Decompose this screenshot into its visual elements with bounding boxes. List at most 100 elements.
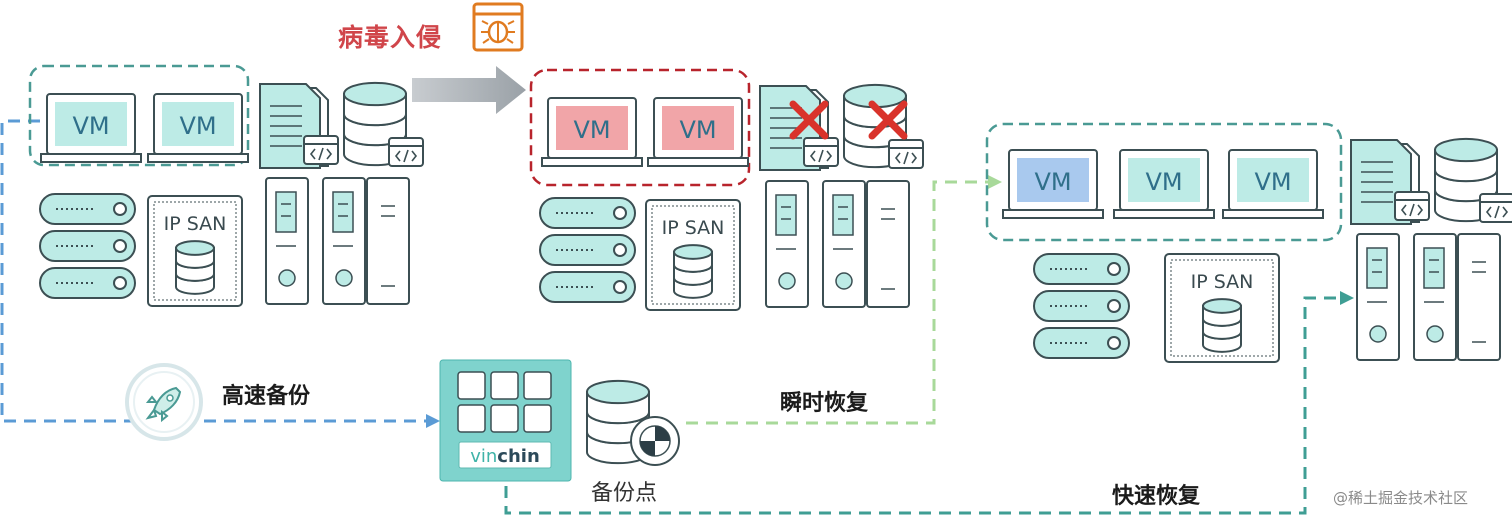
db-cap xyxy=(1434,137,1498,163)
vm-laptop: VM xyxy=(1222,149,1324,219)
document-icon xyxy=(259,83,339,169)
document-icon xyxy=(1350,139,1430,225)
code-badge-icon xyxy=(803,137,839,167)
vm-laptop: VM xyxy=(1002,149,1104,219)
database-icon xyxy=(1202,298,1242,353)
appliance-slot xyxy=(457,371,486,400)
cross-strokes xyxy=(789,100,829,140)
rocket-body xyxy=(152,386,182,416)
tower-body xyxy=(866,180,910,308)
ip-san-storage: IP SAN xyxy=(645,199,741,311)
backup-flow-arrowhead xyxy=(426,414,440,428)
database-icon xyxy=(843,83,924,169)
vm-label: VM xyxy=(573,116,610,144)
ip-san-inner xyxy=(1170,259,1274,357)
tower-servers xyxy=(765,180,910,308)
tower-panel xyxy=(1423,247,1445,289)
laptop-base xyxy=(1002,209,1104,219)
backup-point-badge xyxy=(630,416,680,466)
vm-group-original xyxy=(28,64,250,167)
code-badge-frame xyxy=(303,135,339,165)
virus-bug-legs xyxy=(481,20,515,44)
vm-label: VM xyxy=(1254,168,1291,196)
appliance-slot xyxy=(457,404,486,433)
tower-panel xyxy=(275,191,297,233)
disk-light xyxy=(1107,299,1121,313)
code-badge-frame xyxy=(388,137,424,167)
vinchin-logo-suffix: chin xyxy=(497,446,539,467)
tower-button xyxy=(1369,325,1387,343)
disk-light xyxy=(1107,262,1121,276)
laptop-base xyxy=(541,157,643,167)
code-badge-icon xyxy=(303,135,339,165)
ip-san-inner xyxy=(651,205,735,305)
disk-light xyxy=(113,202,127,216)
vm-label: VM xyxy=(179,112,216,140)
db-cap xyxy=(673,244,713,260)
disk-light xyxy=(613,280,627,294)
vm-laptop: VM xyxy=(541,97,643,167)
vm-laptop: VM xyxy=(647,97,749,167)
appliance-slot xyxy=(523,404,552,433)
database-icon xyxy=(1434,137,1512,223)
laptop-screen xyxy=(55,102,127,146)
db-cap xyxy=(343,81,407,107)
tower-body xyxy=(366,177,410,305)
server-disk-stack xyxy=(539,197,636,303)
vm-label: VM xyxy=(72,112,109,140)
backup-point-label: 备份点 xyxy=(591,481,658,506)
vm-label: VM xyxy=(1034,168,1071,196)
disk-light xyxy=(113,276,127,290)
backup-flow-line xyxy=(0,119,428,423)
virus-icon xyxy=(472,2,524,52)
disk-light xyxy=(613,206,627,220)
tower-button xyxy=(335,269,353,287)
code-badge-icon xyxy=(888,139,924,169)
tower-button xyxy=(778,272,796,290)
code-badge-icon xyxy=(388,137,424,167)
database-icon xyxy=(343,81,424,167)
tower-button xyxy=(278,269,296,287)
tower-panel xyxy=(332,191,354,233)
vm-label: VM xyxy=(679,116,716,144)
db-cap xyxy=(175,240,215,256)
tower-button xyxy=(835,272,853,290)
fast-backup-label: 高速备份 xyxy=(222,384,311,409)
ip-san-label: IP SAN xyxy=(1191,271,1254,293)
rocket-fins xyxy=(145,395,169,423)
db-cap xyxy=(1202,298,1242,314)
server-disk-stack xyxy=(39,193,136,299)
instant-recovery-line xyxy=(686,180,990,425)
vm-laptop: VM xyxy=(147,93,249,163)
vm-laptop: VM xyxy=(40,93,142,163)
appliance-slot xyxy=(490,371,519,400)
rocket-icon xyxy=(125,363,203,441)
database-icon xyxy=(673,244,713,299)
code-badge-frame xyxy=(1479,193,1512,223)
vm-label: VM xyxy=(1145,168,1182,196)
code-badge-icon xyxy=(1394,191,1430,221)
cross-strokes xyxy=(868,100,908,140)
tower-panel xyxy=(832,194,854,236)
db-cap xyxy=(586,379,650,405)
tower-body xyxy=(1457,233,1501,361)
laptop-screen xyxy=(556,106,628,150)
instant-recovery-label: 瞬时恢复 xyxy=(780,391,869,416)
disk-light xyxy=(113,239,127,253)
quick-recovery-arrowhead xyxy=(1340,291,1354,305)
watermark: @稀土掘金技术社区 xyxy=(1333,489,1469,507)
backup-point-quadrant xyxy=(655,426,670,441)
vm-laptop: VM xyxy=(1113,149,1215,219)
code-badge-glyph xyxy=(394,149,418,163)
quick-recovery-label: 快速恢复 xyxy=(1112,484,1201,509)
ip-san-storage: IP SAN xyxy=(1164,253,1280,363)
laptop-screen xyxy=(1128,158,1200,202)
code-badge-icon xyxy=(1479,193,1512,223)
vinchin-appliance: vinchin xyxy=(439,359,572,482)
disk-light xyxy=(1107,336,1121,350)
vm-group-restored xyxy=(985,122,1343,242)
instant-recovery-arrowhead xyxy=(988,175,1002,189)
code-badge-frame xyxy=(803,137,839,167)
